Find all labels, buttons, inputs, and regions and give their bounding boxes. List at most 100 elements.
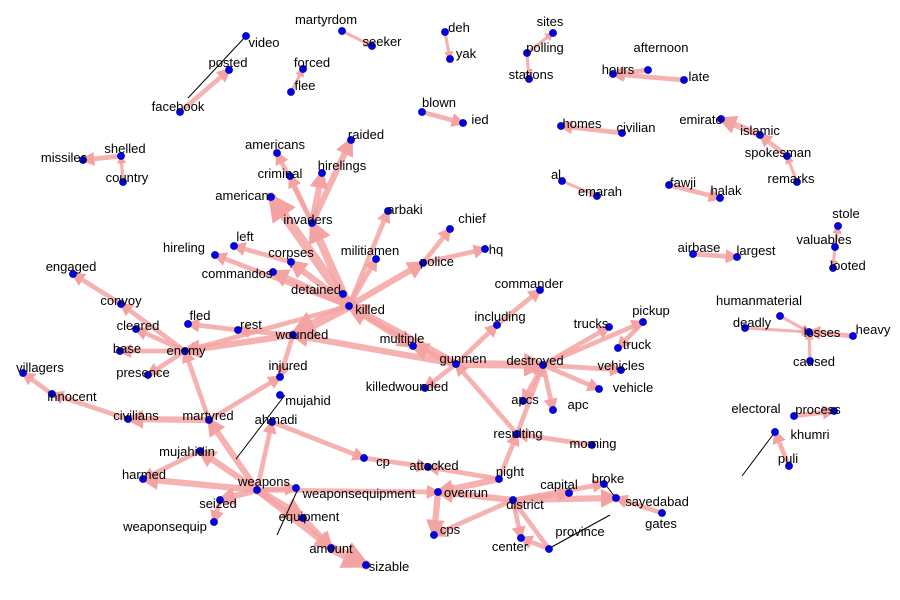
node-posted[interactable]: [225, 66, 233, 74]
node-khumri[interactable]: [771, 428, 779, 436]
node-capital[interactable]: [565, 489, 573, 497]
node-left[interactable]: [230, 242, 238, 250]
node-american[interactable]: [267, 193, 275, 201]
node-enemy[interactable]: [181, 347, 189, 355]
node-civilians[interactable]: [124, 415, 132, 423]
node-americans[interactable]: [273, 149, 281, 157]
node-hq[interactable]: [481, 245, 489, 253]
node-cp[interactable]: [360, 454, 368, 462]
node-emirate[interactable]: [717, 115, 725, 123]
node-broke[interactable]: [600, 480, 608, 488]
node-apcs[interactable]: [519, 397, 527, 405]
node-islamic[interactable]: [756, 131, 764, 139]
node-al[interactable]: [558, 177, 566, 185]
node-stole[interactable]: [834, 222, 842, 230]
node-yak[interactable]: [446, 55, 454, 63]
node-weaponsequipment[interactable]: [292, 484, 300, 492]
node-cleared[interactable]: [132, 325, 140, 333]
node-halak[interactable]: [716, 194, 724, 202]
node-rest[interactable]: [234, 326, 242, 334]
node-polling[interactable]: [523, 49, 531, 57]
node-convoy[interactable]: [117, 300, 125, 308]
node-seeker[interactable]: [368, 42, 376, 50]
node-shelled[interactable]: [117, 152, 125, 160]
node-arbaki[interactable]: [384, 207, 392, 215]
node-harmed[interactable]: [139, 475, 147, 483]
node-chief[interactable]: [446, 225, 454, 233]
node-flee[interactable]: [287, 88, 295, 96]
node-losses[interactable]: [805, 328, 813, 336]
node-innocent[interactable]: [48, 390, 56, 398]
node-amount[interactable]: [327, 544, 335, 552]
node-puli[interactable]: [785, 462, 793, 470]
node-sites[interactable]: [549, 29, 557, 37]
node-resulting[interactable]: [513, 430, 521, 438]
node-injured[interactable]: [276, 373, 284, 381]
node-blown[interactable]: [418, 108, 426, 116]
node-martyred[interactable]: [205, 416, 213, 424]
node-including[interactable]: [493, 321, 501, 329]
node-cps[interactable]: [430, 531, 438, 539]
node-heavy[interactable]: [849, 332, 857, 340]
node-commandos[interactable]: [269, 268, 277, 276]
node-attacked[interactable]: [424, 463, 432, 471]
node-killed[interactable]: [345, 302, 353, 310]
node-homes[interactable]: [557, 122, 565, 130]
node-missiles[interactable]: [79, 156, 87, 164]
node-police[interactable]: [419, 259, 427, 267]
node-fawji[interactable]: [665, 181, 673, 189]
node-stations[interactable]: [525, 75, 533, 83]
node-wounded[interactable]: [289, 331, 297, 339]
node-engaged[interactable]: [69, 270, 77, 278]
node-apc[interactable]: [549, 406, 557, 414]
node-commander[interactable]: [536, 286, 544, 294]
node-seized[interactable]: [216, 496, 224, 504]
node-valuables[interactable]: [831, 243, 839, 251]
node-killedwounded[interactable]: [421, 384, 429, 392]
node-raided[interactable]: [347, 136, 355, 144]
node-deadly[interactable]: [741, 324, 749, 332]
node-ied[interactable]: [459, 119, 467, 127]
node-hirelings[interactable]: [318, 169, 326, 177]
node-truck[interactable]: [614, 344, 622, 352]
node-fled[interactable]: [184, 320, 192, 328]
node-detained[interactable]: [339, 290, 347, 298]
node-mujahidin[interactable]: [196, 447, 204, 455]
node-civilian[interactable]: [618, 129, 626, 137]
node-base[interactable]: [116, 347, 124, 355]
node-remarks[interactable]: [793, 178, 801, 186]
node-forced[interactable]: [299, 65, 307, 73]
node-presence[interactable]: [144, 371, 152, 379]
node-sizable[interactable]: [362, 561, 370, 569]
node-humanmaterial[interactable]: [776, 312, 784, 320]
node-villagers[interactable]: [19, 369, 27, 377]
node-sayedabad[interactable]: [612, 494, 620, 502]
node-hours[interactable]: [609, 70, 617, 78]
node-electoral[interactable]: [790, 412, 798, 420]
node-gates[interactable]: [658, 509, 666, 517]
node-mujahid[interactable]: [276, 391, 284, 399]
node-spokesman[interactable]: [783, 152, 791, 160]
node-country[interactable]: [119, 178, 127, 186]
node-weaponsequip[interactable]: [210, 518, 218, 526]
node-destroyed[interactable]: [539, 361, 547, 369]
node-looted[interactable]: [829, 264, 837, 272]
node-emarah[interactable]: [593, 192, 601, 200]
node-facebook[interactable]: [176, 108, 184, 116]
node-province[interactable]: [545, 545, 553, 553]
node-video[interactable]: [242, 32, 250, 40]
node-largest[interactable]: [733, 253, 741, 261]
node-center[interactable]: [517, 534, 525, 542]
node-morning[interactable]: [588, 441, 596, 449]
node-militiamen[interactable]: [372, 255, 380, 263]
node-vehicles[interactable]: [617, 366, 625, 374]
node-weapons[interactable]: [253, 486, 261, 494]
node-vehicle[interactable]: [595, 385, 603, 393]
node-process[interactable]: [830, 407, 838, 415]
node-gunmen[interactable]: [452, 360, 460, 368]
node-overrun[interactable]: [434, 488, 442, 496]
node-ahmadi[interactable]: [268, 418, 276, 426]
node-trucks[interactable]: [605, 323, 613, 331]
node-multiple[interactable]: [409, 342, 417, 350]
node-night[interactable]: [495, 475, 503, 483]
